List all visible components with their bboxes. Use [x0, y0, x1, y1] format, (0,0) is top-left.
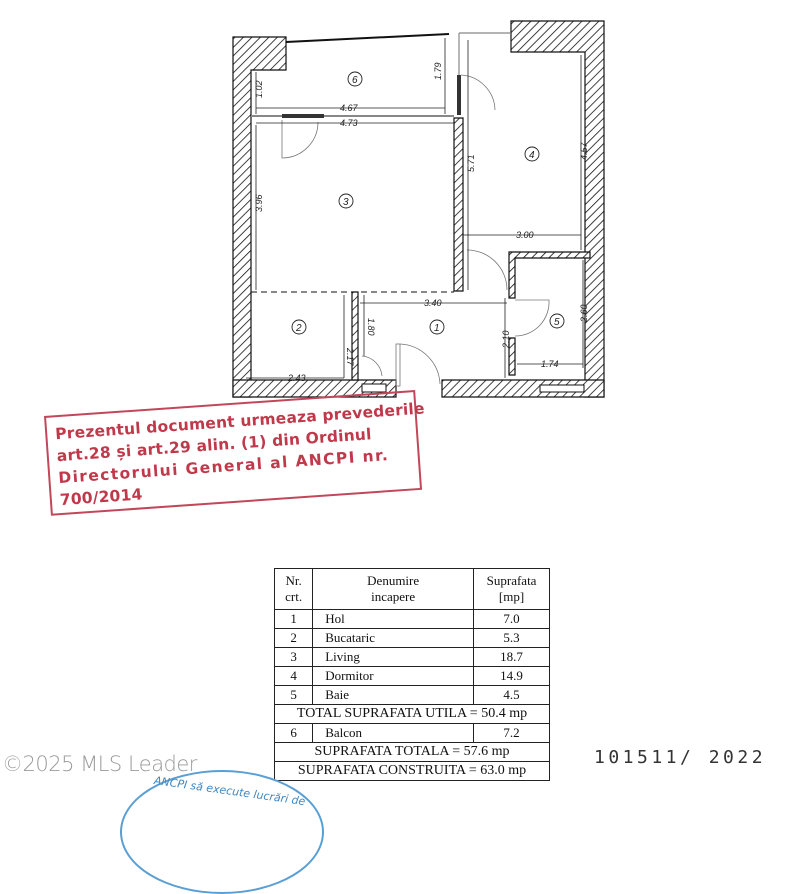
table-row: 1 Hol 7.0 [273, 609, 550, 629]
row-nr: 3 [273, 647, 314, 667]
dim-3-40: 3.40 [424, 298, 442, 308]
dim-5-71: 5.71 [466, 154, 476, 172]
row-nr: 6 [273, 723, 314, 743]
total-area: SUPRAFATA TOTALA = 57.6 mp [274, 742, 550, 762]
document-number: 101511/ 2022 [594, 747, 767, 768]
header-area: Suprafata[mp] [473, 568, 550, 610]
row-nr: 4 [273, 666, 314, 686]
room-1-label: 1 [434, 323, 440, 334]
row-name: Hol [312, 609, 475, 629]
dim-2-17: 2.17 [345, 347, 355, 367]
room-2-label: 2 [295, 323, 302, 334]
total-useful-row: TOTAL SUPRAFATA UTILA = 50.4 mp [274, 704, 550, 724]
built-area-row: SUPRAFATA CONSTRUITA = 63.0 mp [274, 761, 550, 781]
built-area: SUPRAFATA CONSTRUITA = 63.0 mp [274, 761, 550, 781]
row-area: 5.3 [473, 628, 550, 648]
dim-4-73: 4.73 [340, 118, 358, 128]
row-area: 7.0 [473, 609, 550, 629]
walls [232, 20, 605, 398]
dim-1-79: 1.79 [433, 62, 443, 80]
dim-2-43: 2.43 [287, 373, 306, 383]
floor-plan: 1.02 1.79 4.67 4.73 3.96 5.71 4.57 3.00 … [0, 0, 800, 420]
dim-2-10: 2.10 [501, 330, 511, 349]
row-name: Living [312, 647, 475, 667]
row-name: Baie [312, 685, 475, 705]
row-name: Balcon [312, 723, 475, 743]
table-row: 4 Dormitor 14.9 [273, 666, 550, 686]
total-useful-area: TOTAL SUPRAFATA UTILA = 50.4 mp [274, 704, 550, 724]
table-row: 2 Bucataric 5.3 [273, 628, 550, 648]
row-area: 18.7 [473, 647, 550, 667]
dim-3-00: 3.00 [516, 230, 534, 240]
row-nr: 1 [273, 609, 314, 629]
room-5-label: 5 [554, 317, 560, 328]
table-row: 6 Balcon 7.2 [273, 723, 550, 743]
row-area: 7.2 [473, 723, 550, 743]
dim-1-02: 1.02 [254, 80, 264, 98]
row-name: Bucataric [312, 628, 475, 648]
total-area-row: SUPRAFATA TOTALA = 57.6 mp [274, 742, 550, 762]
header-nr: Nr.crt. [273, 568, 314, 610]
table-row: 5 Baie 4.5 [273, 685, 550, 705]
room-4-label: 4 [529, 150, 535, 161]
row-name: Dormitor [312, 666, 475, 686]
dim-1-74: 1.74 [541, 359, 559, 369]
dim-4-57: 4.57 [579, 141, 589, 160]
dim-3-96: 3.96 [254, 194, 264, 212]
row-nr: 5 [273, 685, 314, 705]
room-6-label: 6 [352, 75, 358, 86]
row-area: 4.5 [473, 685, 550, 705]
dim-2-60: 2.60 [579, 304, 589, 323]
room-3-label: 3 [343, 197, 349, 208]
copyright-watermark: ©2025 MLS Leader [2, 752, 197, 776]
dim-1-80: 1.80 [366, 318, 376, 336]
row-nr: 2 [273, 628, 314, 648]
dim-4-67: 4.67 [340, 103, 359, 113]
row-area: 14.9 [473, 666, 550, 686]
table-row: 3 Living 18.7 [273, 647, 550, 667]
